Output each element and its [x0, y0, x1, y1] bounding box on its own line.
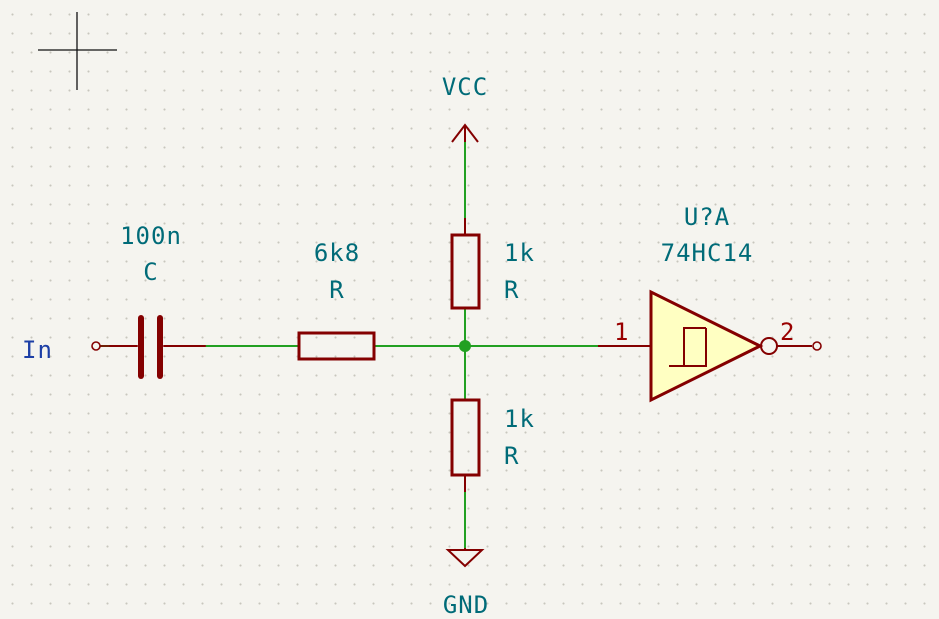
inverter-part: 74HC14 — [660, 239, 754, 267]
pulldown-resistor-reference: R — [504, 442, 520, 470]
crosshair-icon — [38, 12, 117, 90]
pullup-resistor-reference: R — [504, 276, 520, 304]
pulldown-resistor-value: 1k — [504, 405, 535, 433]
inverter-bubble — [760, 337, 778, 355]
inverter-symbol[interactable] — [598, 289, 822, 403]
pullup-resistor-symbol[interactable] — [450, 218, 481, 310]
pulldown-resistor-symbol[interactable] — [450, 398, 481, 492]
inverter-pin-1: 1 — [614, 318, 630, 346]
vcc-arrow-icon — [451, 123, 479, 143]
pullup-resistor-value: 1k — [504, 239, 535, 267]
schmitt-hysteresis-icon — [669, 327, 706, 367]
capacitor-symbol[interactable] — [109, 315, 206, 379]
output-connector — [812, 341, 822, 351]
capacitor-value: 100n — [120, 222, 182, 250]
ground-icon — [445, 548, 485, 568]
series-resistor-reference: R — [329, 276, 345, 304]
junction-dot-icon — [459, 340, 471, 352]
series-resistor-value: 6k8 — [313, 239, 361, 267]
series-resistor-symbol[interactable] — [297, 331, 376, 361]
inverter-pin-2: 2 — [780, 318, 796, 346]
net-label-in[interactable]: In — [22, 336, 53, 364]
inverter-reference: U?A — [683, 203, 731, 231]
vcc-label: VCC — [441, 73, 489, 101]
net-connector-in — [91, 341, 110, 351]
gnd-label: GND — [442, 591, 490, 619]
capacitor-reference: C — [143, 258, 159, 286]
